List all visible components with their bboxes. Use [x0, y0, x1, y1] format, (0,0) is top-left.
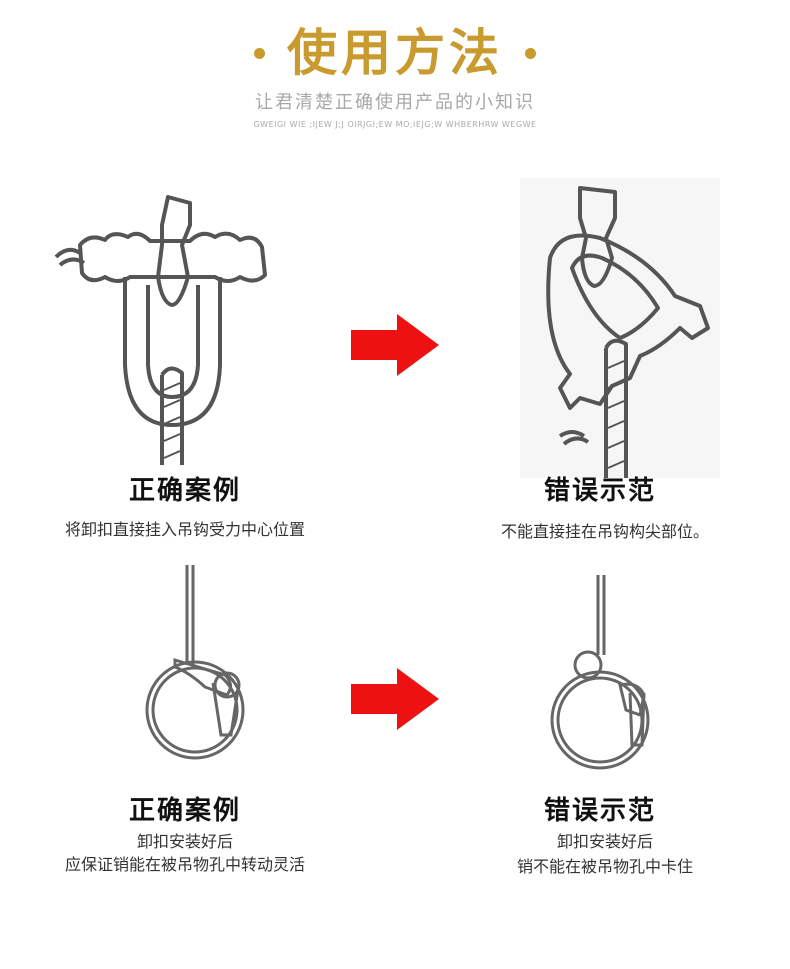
- shackle-correct-illustration: [54, 195, 267, 465]
- case-desc-correct-2-line2: 应保证销能在被吊物孔中转动灵活: [64, 855, 305, 874]
- case-desc-wrong-2-line2: 销不能在被吊物孔中卡住: [516, 857, 693, 876]
- shackle-wrong-illustration: [520, 178, 720, 478]
- case-desc-correct: 将卸扣直接挂入吊钩受力中心位置: [64, 520, 305, 539]
- page-subtitle: 让君清楚正确使用产品的小知识: [255, 92, 535, 113]
- case-title-correct-2: 正确案例: [128, 796, 241, 826]
- case-desc-wrong: 不能直接挂在吊钩构尖部位。: [500, 522, 709, 541]
- ring-wrong-illustration: [550, 575, 650, 770]
- page-title: 使用方法: [287, 24, 503, 82]
- title-row: 使用方法: [0, 18, 790, 88]
- ring-correct-illustration: [145, 565, 245, 760]
- case-desc-correct-2-line1: 卸扣安装好后: [136, 832, 233, 851]
- decorative-caption: GWEIGI WIE ;IJEW J;J OIRJGI;EW MO;IEJG;W…: [253, 120, 537, 129]
- header: 使用方法 让君清楚正确使用产品的小知识 GWEIGI WIE ;IJEW J;J…: [0, 0, 790, 150]
- case-title-wrong-2: 错误示范: [543, 796, 656, 826]
- arrow-right-icon: [351, 314, 439, 376]
- case-title-wrong: 错误示范: [543, 476, 656, 506]
- case-title-correct: 正确案例: [128, 476, 241, 506]
- title-dot-right: [525, 47, 536, 59]
- title-dot-left: [254, 47, 265, 59]
- case-desc-wrong-2-line1: 卸扣安装好后: [556, 832, 653, 851]
- arrow-right-icon: [351, 668, 439, 730]
